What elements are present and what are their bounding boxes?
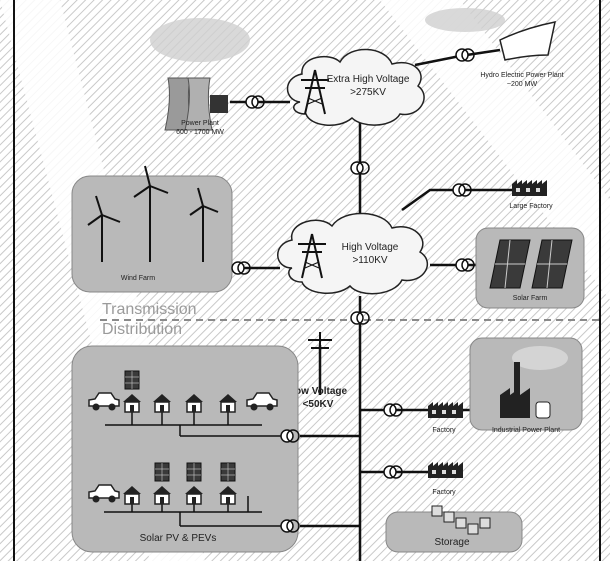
dam-icon bbox=[499, 21, 556, 61]
power-plant-name: Power Plant bbox=[181, 120, 219, 127]
wind-farm: Wind Farm bbox=[71, 165, 233, 293]
low-voltage-title: Low Voltage bbox=[289, 386, 348, 397]
factory-icon bbox=[500, 388, 530, 418]
utility-pole-icon bbox=[308, 332, 332, 378]
hydro-plant-capacity: ~200 MW bbox=[507, 81, 538, 88]
solar-pv-pevs: Solar PV & PEVs bbox=[71, 345, 300, 553]
large-factory: Large Factory bbox=[452, 180, 553, 210]
factory-upper-label: Factory bbox=[432, 427, 456, 434]
hydro-plant-name: Hydro Electric Power Plant bbox=[480, 72, 563, 79]
wind-farm-panel bbox=[71, 175, 233, 293]
high-voltage-title: High Voltage bbox=[342, 242, 399, 253]
factory-lower: Factory bbox=[383, 462, 463, 496]
solar-panel-icon bbox=[186, 462, 202, 482]
power-plant-icon bbox=[210, 95, 228, 113]
extra-high-voltage-value: >275KV bbox=[350, 87, 386, 98]
battery-icon bbox=[535, 401, 551, 419]
hydro-plant: Hydro Electric Power Plant ~200 MW bbox=[425, 8, 564, 88]
wind-turbine-icon bbox=[189, 187, 219, 262]
industrial-power-plant-label: Industrial Power Plant bbox=[492, 427, 560, 434]
industrial-power-plant: Industrial Power Plant bbox=[469, 337, 583, 434]
wind-turbine-icon bbox=[133, 165, 169, 262]
power-plant-capacity: 600 - 1700 MW bbox=[176, 129, 224, 136]
transmission-label: Transmission bbox=[102, 301, 197, 318]
factory-upper: Factory bbox=[383, 402, 463, 434]
low-voltage: Low Voltage <50KV bbox=[289, 332, 348, 410]
high-voltage-value: >110KV bbox=[352, 255, 387, 266]
solar-pv-pevs-label: Solar PV & PEVs bbox=[140, 533, 217, 544]
solar-panel-icon bbox=[489, 239, 531, 289]
wind-farm-label: Wind Farm bbox=[121, 275, 155, 282]
extra-high-voltage-title: Extra High Voltage bbox=[327, 74, 410, 85]
extra-high-voltage-cloud: Extra High Voltage >275KV bbox=[286, 48, 425, 126]
storage-label: Storage bbox=[434, 537, 469, 548]
distribution-label: Distribution bbox=[102, 321, 182, 338]
high-voltage-cloud: High Voltage >110KV bbox=[277, 212, 429, 295]
storage: Storage bbox=[385, 505, 523, 553]
solar-panel-icon bbox=[154, 462, 170, 482]
solar-farm-label: Solar Farm bbox=[513, 295, 548, 302]
wind-turbine-icon bbox=[87, 195, 121, 262]
power-plant: Power Plant 600 - 1700 MW bbox=[150, 18, 250, 136]
chimney-icon bbox=[514, 362, 520, 402]
solar-panel-icon bbox=[220, 462, 236, 482]
low-voltage-value: <50KV bbox=[303, 399, 334, 410]
large-factory-label: Large Factory bbox=[509, 203, 553, 210]
solar-farm: Solar Farm bbox=[455, 227, 585, 309]
solar-pv-pevs-panel bbox=[71, 345, 299, 553]
battery-icon bbox=[431, 505, 491, 535]
solar-panel-icon bbox=[531, 239, 573, 289]
factory-lower-label: Factory bbox=[432, 489, 456, 496]
solar-panel-icon bbox=[124, 370, 140, 390]
